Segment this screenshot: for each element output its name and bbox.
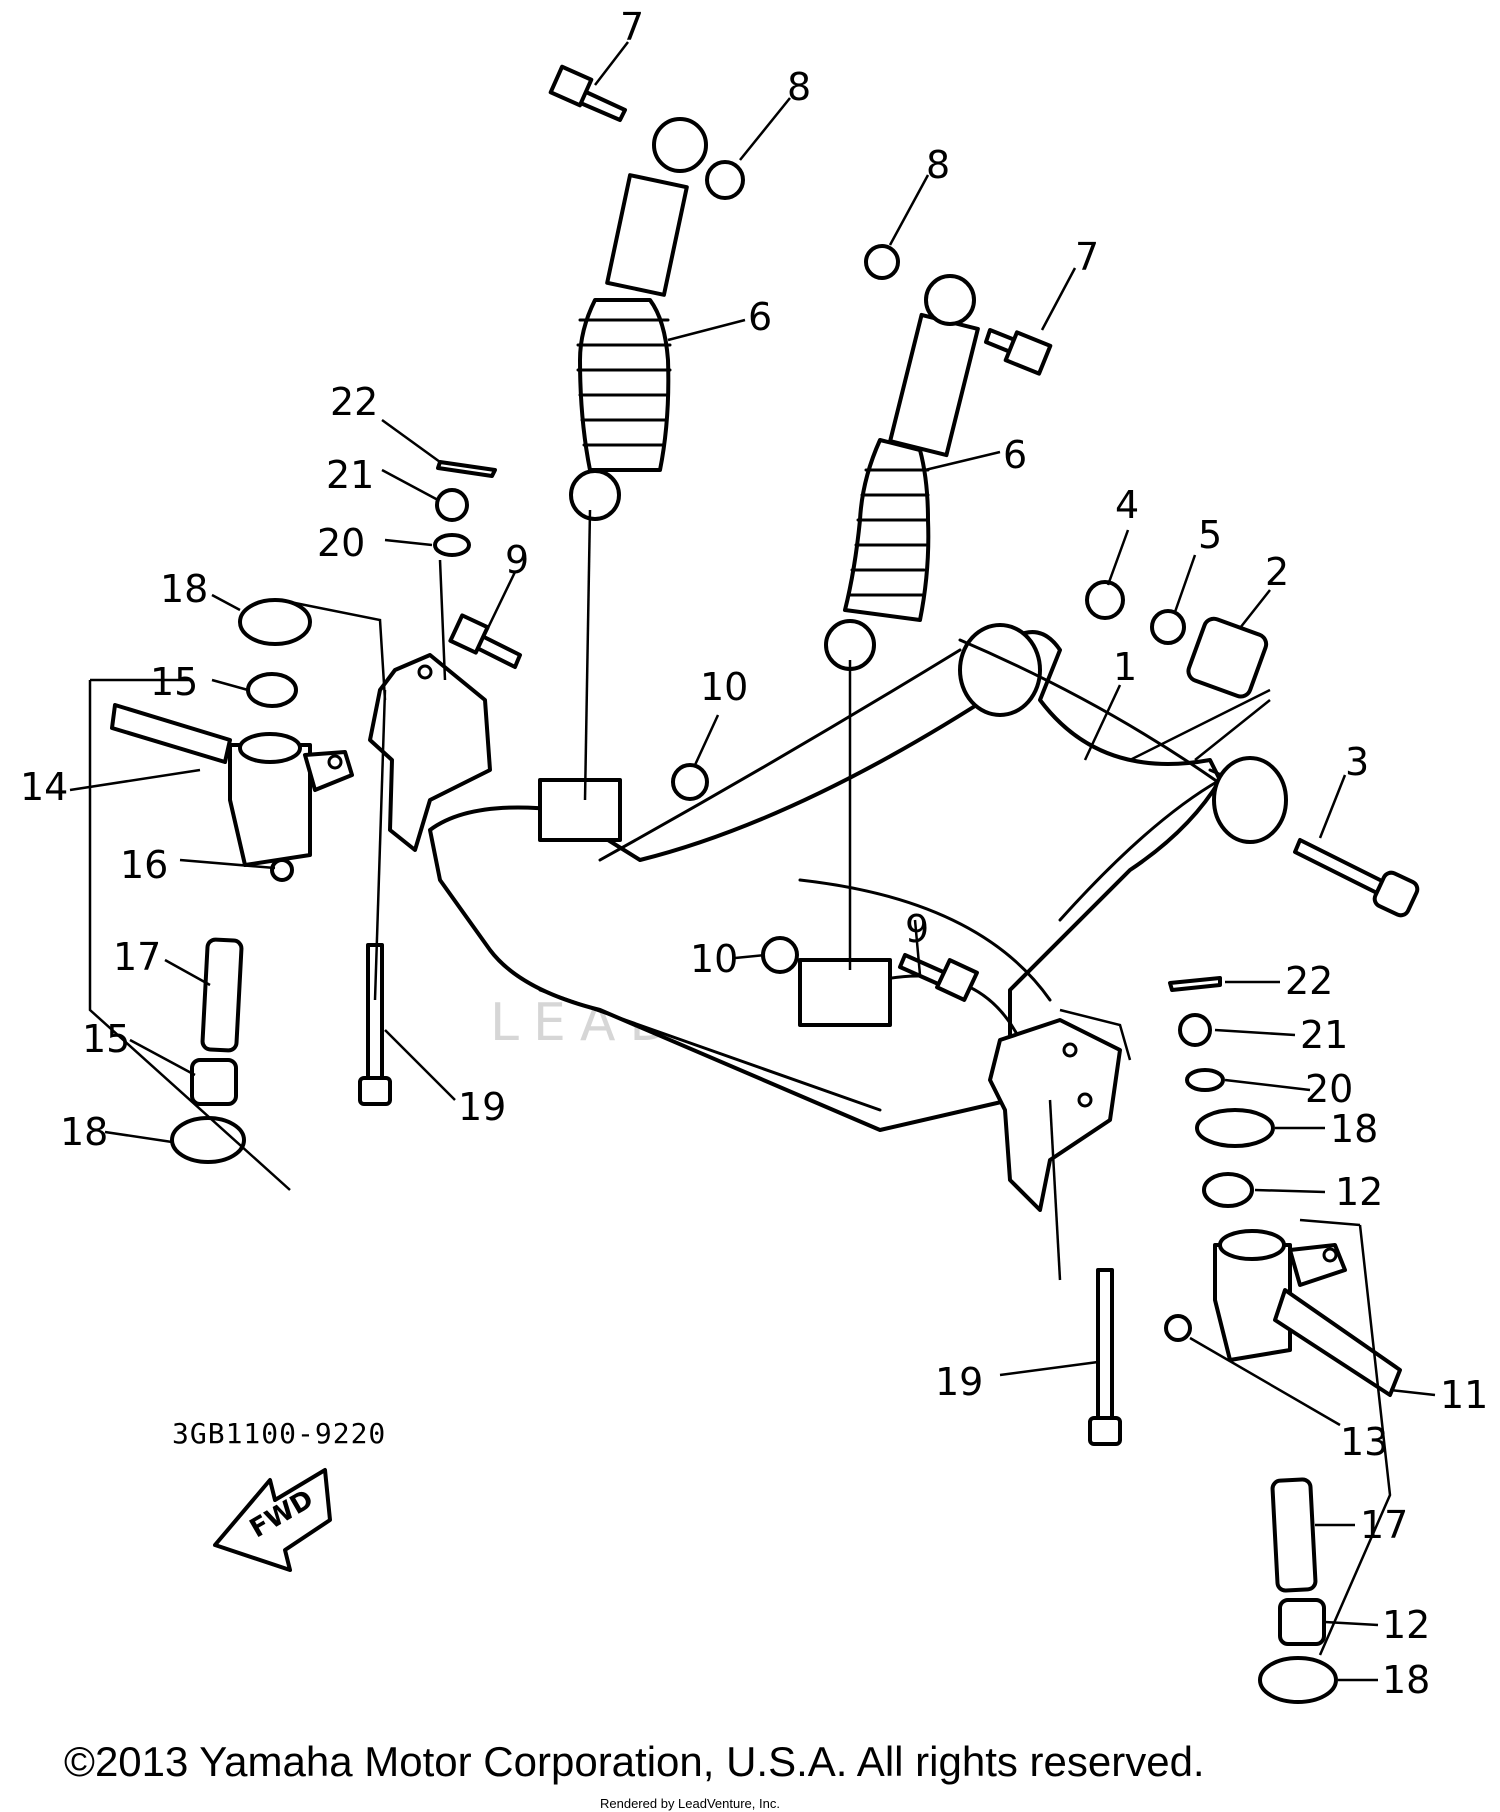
collar-2 <box>1186 616 1269 699</box>
left-shock-upper-eye <box>652 117 708 173</box>
bushing-housing <box>958 623 1288 844</box>
nut-10-upper <box>671 763 709 801</box>
bushing-15-upper-left <box>246 672 298 708</box>
callout-21: 21 <box>326 453 374 497</box>
callout-15: 15 <box>82 1017 130 1061</box>
rendered-by-note: Rendered by LeadVenture, Inc. <box>600 1796 780 1811</box>
callout-19: 19 <box>458 1085 506 1129</box>
right-frame-bracket <box>988 1018 1122 1212</box>
callout-8: 8 <box>787 65 811 109</box>
castle-nut-21-right <box>1178 1013 1212 1047</box>
callout-22: 22 <box>330 380 378 424</box>
callout-17: 17 <box>113 935 161 979</box>
assembly-line-left <box>88 598 387 1191</box>
bushing-15-lower-left <box>190 1058 238 1106</box>
right-shock-mount <box>798 958 892 1027</box>
callout-10: 10 <box>700 665 748 709</box>
bolt-3 <box>1293 838 1392 899</box>
callout-6: 6 <box>748 295 772 339</box>
callout-20: 20 <box>317 521 365 565</box>
callout-16: 16 <box>120 843 168 887</box>
callout-22: 22 <box>1285 959 1333 1003</box>
grease-nipple-16 <box>270 858 294 882</box>
callout-18: 18 <box>1330 1107 1378 1151</box>
right-steering-knuckle <box>1213 1229 1402 1397</box>
callout-18: 18 <box>60 1110 108 1154</box>
nut-10-lower <box>761 936 799 974</box>
bolt-axis-upper-arm <box>1129 688 1271 762</box>
callout-2: 2 <box>1265 550 1289 594</box>
callout-21: 21 <box>1300 1013 1348 1057</box>
bushing-12-upper-right <box>1202 1172 1254 1208</box>
shock-axis-left <box>583 509 592 801</box>
kingpin-axis-left <box>373 689 387 1001</box>
diagram-part-code: 3GB1100-9220 <box>172 1417 387 1450</box>
right-shock-absorber <box>824 312 980 671</box>
dust-seal-18-lower-right <box>1258 1656 1338 1704</box>
callout-12: 12 <box>1382 1603 1430 1647</box>
pin-axis-left <box>438 559 447 681</box>
dust-seal-18-upper-left <box>238 598 312 646</box>
assembly-line-right <box>1299 1218 1392 1656</box>
callout-1: 1 <box>1113 645 1137 689</box>
callout-10: 10 <box>690 937 738 981</box>
axis-right-bracket <box>1059 1008 1132 1061</box>
callout-15: 15 <box>150 660 198 704</box>
front-arm-frame <box>428 630 1257 1132</box>
dust-seal-18-lower-left <box>170 1116 246 1164</box>
grease-nipple-13 <box>1164 1314 1192 1342</box>
dust-seal-18-upper-right <box>1195 1108 1275 1148</box>
callout-7: 7 <box>620 5 644 49</box>
callout-leaders <box>69 41 1436 1682</box>
callout-7: 7 <box>1075 235 1099 279</box>
callout-3: 3 <box>1345 740 1369 784</box>
callout-6: 6 <box>1003 433 1027 477</box>
collar-17-left <box>200 937 244 1053</box>
washer-20-right <box>1185 1068 1225 1092</box>
left-steering-knuckle <box>110 703 354 867</box>
callout-18: 18 <box>1382 1658 1430 1702</box>
king-pin-19-right <box>1096 1268 1114 1422</box>
callout-8: 8 <box>926 143 950 187</box>
collar-17-right <box>1270 1477 1318 1593</box>
left-shock-absorber <box>569 173 689 521</box>
cotter-pin-22-left <box>436 460 497 478</box>
callout-18: 18 <box>160 567 208 611</box>
nut-4 <box>1085 580 1125 620</box>
washer-20-left <box>433 533 471 557</box>
callout-11: 11 <box>1440 1373 1488 1417</box>
callout-17: 17 <box>1360 1503 1408 1547</box>
callout-labels: 7 8 8 7 6 6 22 21 20 9 18 15 14 16 17 15… <box>20 5 1488 1702</box>
callout-13: 13 <box>1340 1420 1388 1464</box>
shock-nut-left <box>705 160 745 200</box>
castle-nut-21-left <box>435 488 469 522</box>
cotter-pin-22-right <box>1168 976 1222 992</box>
shock-nut-right <box>864 244 900 280</box>
callout-4: 4 <box>1115 483 1139 527</box>
right-shock-upper-eye <box>924 274 976 326</box>
callout-20: 20 <box>1305 1067 1353 1111</box>
bushing-12-lower-right <box>1278 1598 1326 1646</box>
fwd-arrow: FWD <box>213 1468 332 1572</box>
callout-14: 14 <box>20 765 68 809</box>
callout-9: 9 <box>505 538 529 582</box>
left-frame-bracket <box>368 653 492 852</box>
callout-9: 9 <box>905 907 929 951</box>
washer-5 <box>1150 609 1186 645</box>
left-shock-mount <box>538 778 622 842</box>
callout-5: 5 <box>1198 513 1222 557</box>
callout-12: 12 <box>1335 1170 1383 1214</box>
copyright-notice: ©2013 Yamaha Motor Corporation, U.S.A. A… <box>64 1738 1205 1785</box>
pin-axis-right <box>1048 1099 1062 1281</box>
callout-19: 19 <box>935 1360 983 1404</box>
